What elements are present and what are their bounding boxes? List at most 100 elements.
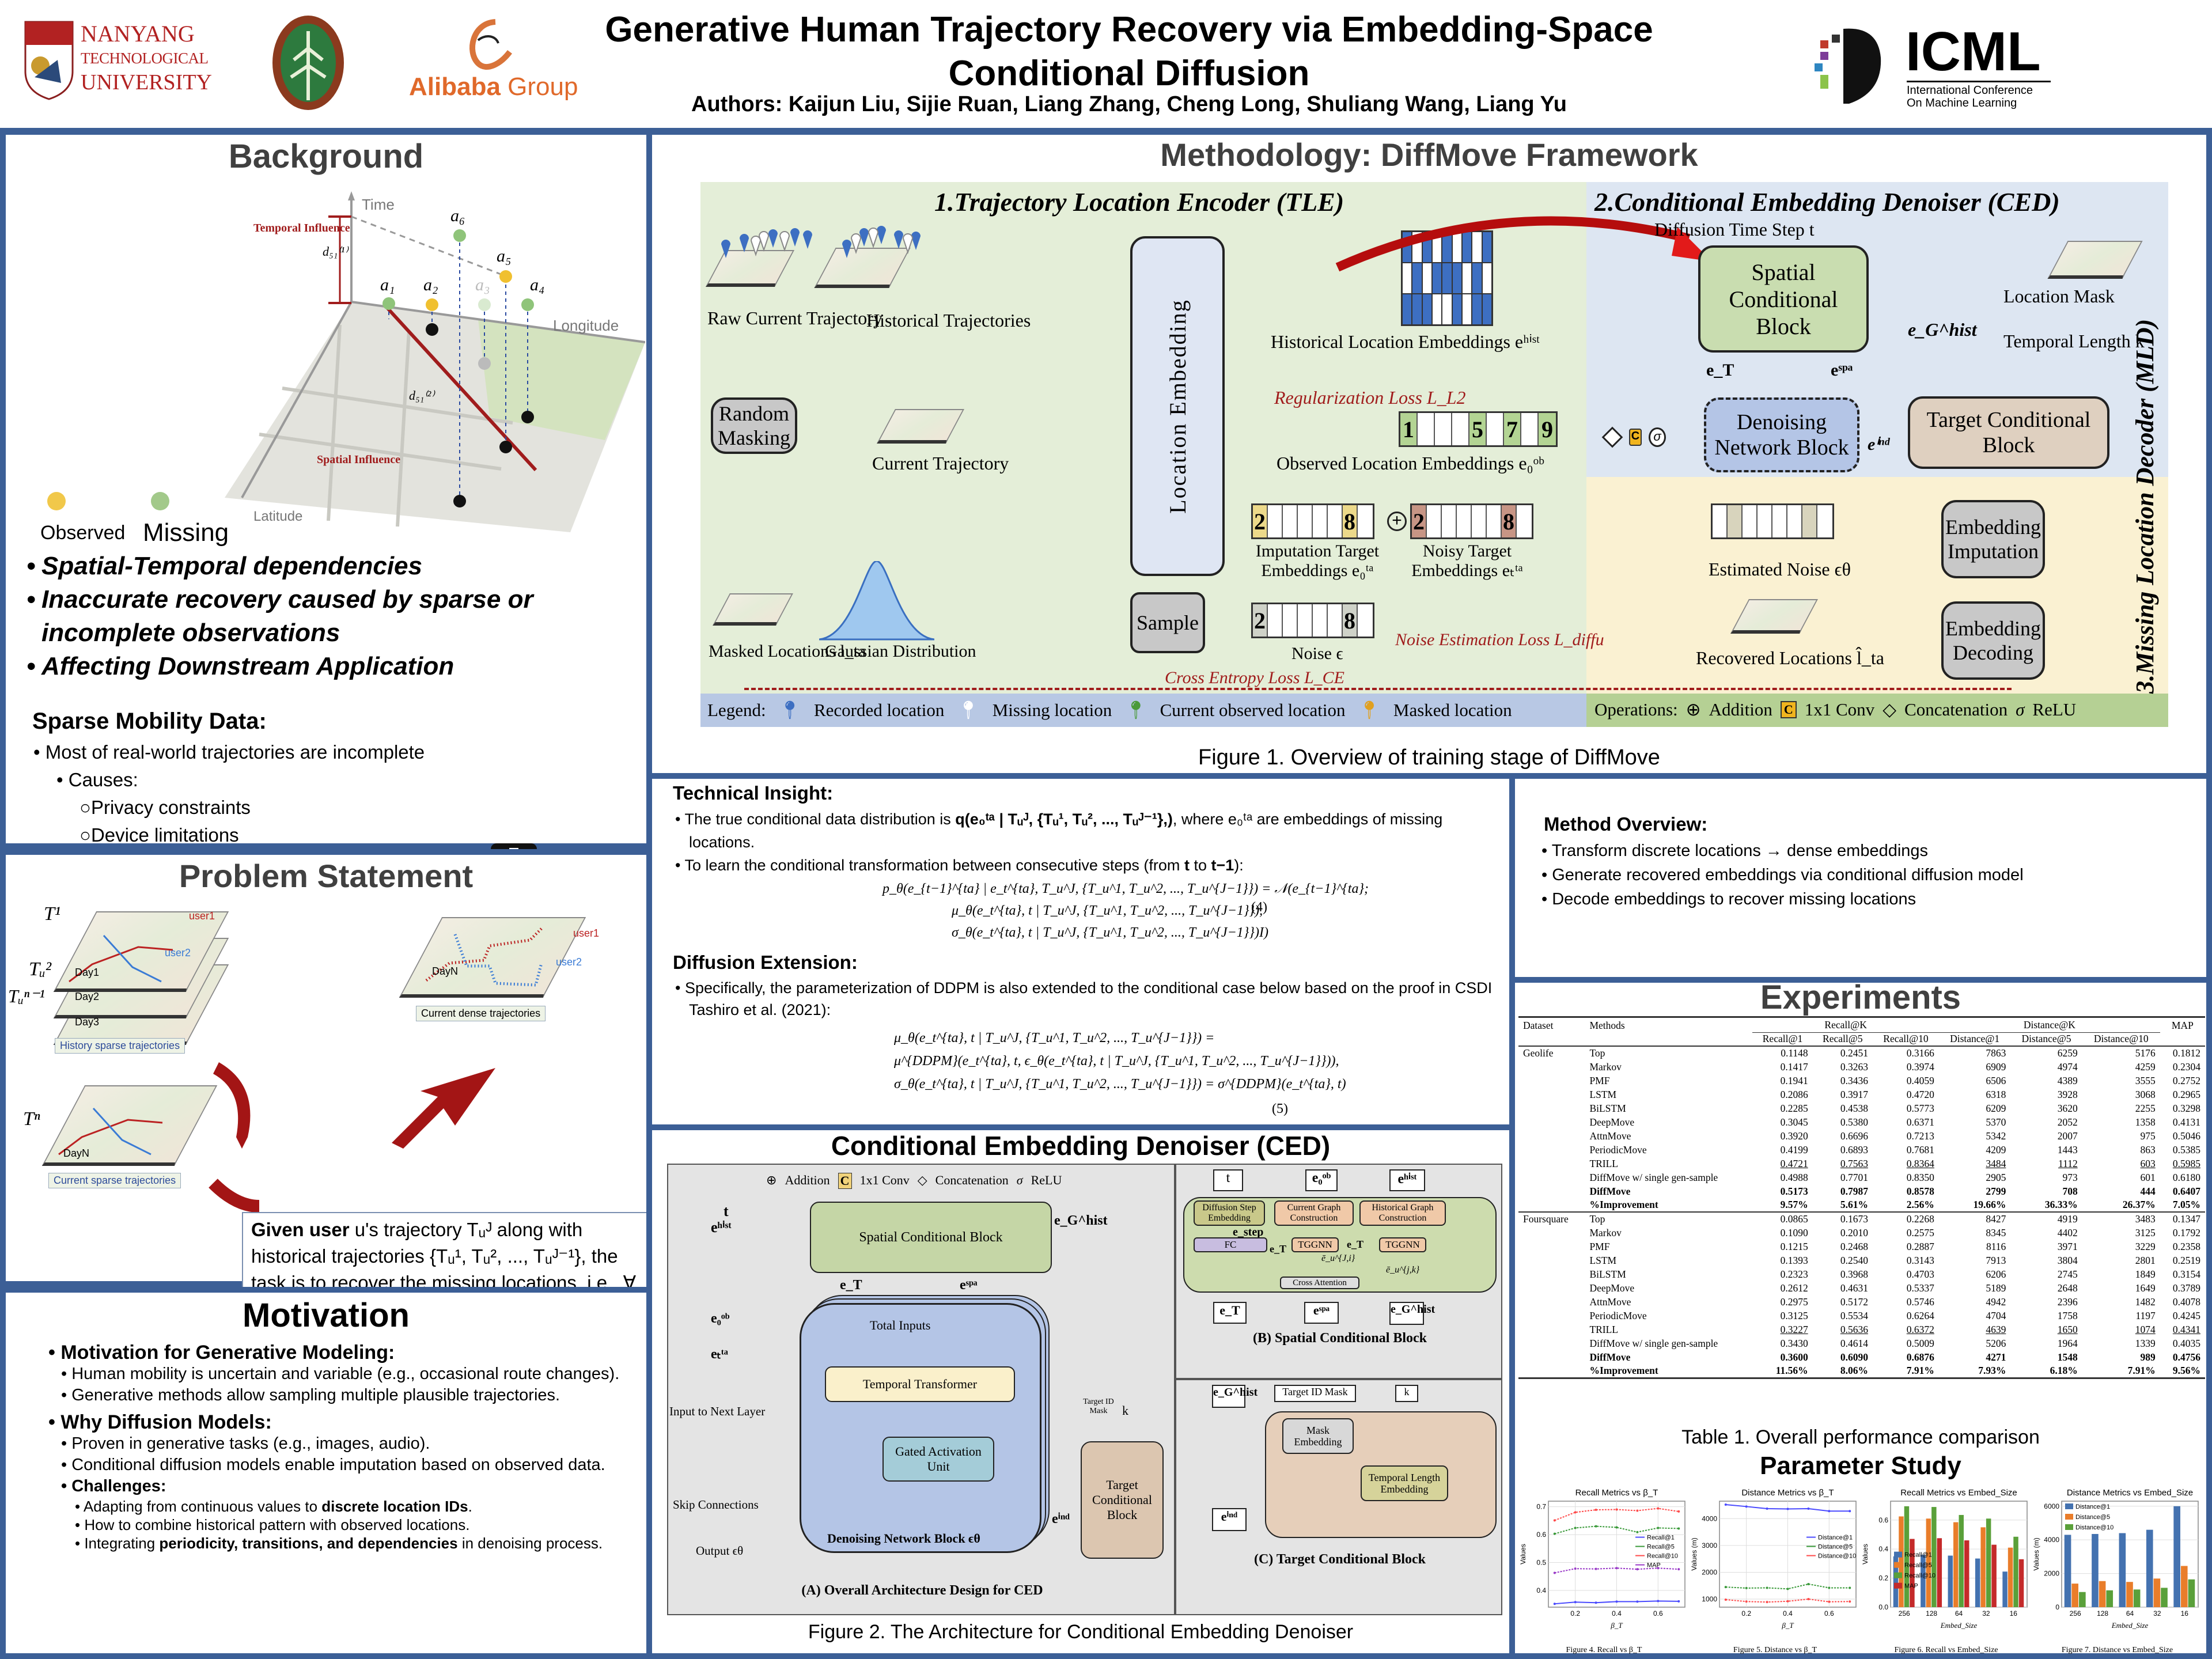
embedding-decoding-box: Embedding Decoding bbox=[1941, 601, 2045, 680]
flow-arrows bbox=[209, 1062, 495, 1213]
e-t-label: e_T bbox=[1706, 361, 1734, 380]
legend-swatch bbox=[1894, 1551, 1902, 1558]
value-cell: 3971 bbox=[2057, 1240, 2078, 1252]
background-title: Background bbox=[228, 138, 424, 175]
data-point bbox=[1636, 1600, 1639, 1603]
embedding-cell bbox=[1482, 232, 1492, 263]
reg-loss-label: Regularization Loss L_L2 bbox=[1274, 387, 1466, 408]
b-eji: ē_u^{J,i} bbox=[1321, 1253, 1355, 1263]
dataset-cell: Foursquare bbox=[1523, 1213, 1569, 1225]
label-dayn: DayN bbox=[63, 1147, 90, 1159]
data-point bbox=[1766, 1508, 1768, 1510]
data-point bbox=[1828, 1586, 1831, 1589]
a-ehist-label: eʰⁱˢᵗ bbox=[711, 1219, 732, 1236]
c-egh-box: e_G^hist bbox=[1212, 1385, 1257, 1408]
embedding-cell: 8 bbox=[1343, 505, 1358, 537]
table-group-header: Dataset Methods Recall@K Distance@K MAP bbox=[1518, 1018, 2205, 1033]
value-cell: 0.6893 bbox=[1840, 1143, 1868, 1156]
legend-label: Legend: bbox=[707, 699, 766, 720]
eq4-line: σ_θ(e_t^{ta}, t | T_u^J, {T_u^1, T_u^2, … bbox=[952, 925, 1268, 940]
motivation-item: Proven in generative tasks (e.g., images… bbox=[71, 1434, 430, 1453]
col-distance5: Distance@5 bbox=[2021, 1033, 2071, 1045]
bar-Recall@5-64 bbox=[1953, 1522, 1959, 1607]
value-cell: 0.2268 bbox=[1906, 1213, 1934, 1225]
embedding-cell bbox=[1482, 294, 1492, 325]
bar-Distance@1-32 bbox=[2146, 1529, 2153, 1607]
value-cell: 3229 bbox=[2135, 1240, 2156, 1252]
overview-heading: Method Overview: bbox=[1544, 813, 1708, 835]
embedding-cell bbox=[1313, 505, 1328, 537]
poster-title: Generative Human Trajectory Recovery via… bbox=[605, 10, 1653, 93]
a-etta-label: eₜᵗᵃ bbox=[711, 1347, 728, 1362]
value-cell: 0.2612 bbox=[1780, 1282, 1808, 1294]
tech-b2-post: ): bbox=[1234, 857, 1244, 874]
embedding-cell bbox=[1328, 505, 1343, 537]
y-tick-label: 3000 bbox=[1702, 1541, 1717, 1550]
method-cell: AttnMove bbox=[1589, 1130, 1631, 1142]
data-point bbox=[1807, 1582, 1810, 1585]
value-cell: 0.1148 bbox=[1781, 1047, 1808, 1059]
value-cell: 0.4199 bbox=[1780, 1143, 1808, 1156]
dataset-cell bbox=[1518, 1129, 1585, 1143]
value-cell: 0.5773 bbox=[1906, 1102, 1934, 1114]
data-point bbox=[1574, 1601, 1577, 1604]
tech-b2-mid: to bbox=[1189, 857, 1211, 874]
bar-Recall@5-128 bbox=[1926, 1518, 1931, 1607]
label-t2: Tᵤ² bbox=[29, 959, 52, 980]
value-cell: 1758 bbox=[2057, 1309, 2078, 1321]
data-point bbox=[1828, 1510, 1831, 1513]
value-cell: 0.5046 bbox=[2172, 1130, 2200, 1142]
op-label: 1x1 Conv bbox=[859, 1173, 910, 1187]
value-cell: 3484 bbox=[1986, 1157, 2006, 1169]
value-cell: 0.6372 bbox=[1906, 1323, 1934, 1335]
bar-Recall@10-32 bbox=[1986, 1518, 1991, 1607]
y-axis-label: Values (m) bbox=[1690, 1537, 1698, 1570]
col-recall-group: Recall@K bbox=[1752, 1018, 1939, 1033]
value-cell: 0.4988 bbox=[1780, 1171, 1808, 1183]
point-a4 bbox=[521, 298, 534, 311]
y-axis-label: Values bbox=[1519, 1544, 1527, 1565]
icml-sub-1: International Conference bbox=[1907, 84, 2033, 97]
value-cell: 0.2975 bbox=[1780, 1296, 1808, 1308]
value-cell: 6.18% bbox=[2050, 1364, 2078, 1376]
value-cell: 0.3436 bbox=[1840, 1074, 1868, 1086]
data-point bbox=[1657, 1527, 1660, 1529]
value-cell: 0.2540 bbox=[1840, 1254, 1868, 1266]
embedding-cell bbox=[1452, 413, 1469, 445]
value-cell: 6909 bbox=[1986, 1060, 2006, 1073]
embedding-cell bbox=[1298, 604, 1313, 637]
value-cell: 2648 bbox=[2057, 1282, 2078, 1294]
embedding-cell bbox=[1487, 413, 1504, 445]
ced-a-caption: (A) Overall Architecture Design for CED bbox=[801, 1583, 1043, 1598]
embedding-cell bbox=[1358, 505, 1373, 537]
embedding-cell bbox=[1462, 294, 1472, 325]
value-cell: 0.3430 bbox=[1780, 1337, 1808, 1349]
ce-loss-line bbox=[744, 688, 2012, 690]
a-eind-label: eⁱⁿᵈ bbox=[1052, 1512, 1070, 1527]
bar-MAP-128 bbox=[1937, 1538, 1942, 1607]
chart-1: Recall Metrics vs β_T0.40.50.60.7Valuesβ… bbox=[1519, 1488, 1685, 1654]
label-a5: a₅ bbox=[497, 247, 511, 266]
value-cell: 863 bbox=[2140, 1143, 2156, 1156]
embedding-cell bbox=[1268, 604, 1283, 637]
a-espa-label: eˢᵖᵃ bbox=[960, 1278, 978, 1293]
a-t-label: t bbox=[724, 1203, 729, 1219]
embedding-cell bbox=[1462, 263, 1472, 294]
value-cell: 3620 bbox=[2057, 1102, 2078, 1114]
tech-b1-bold: q(e₀ᵗᵃ | Tᵤᴶ, {Tᵤ¹, Tᵤ², ..., Tᵤᴶ⁻¹},) bbox=[955, 810, 1173, 828]
value-cell: 0.5380 bbox=[1840, 1116, 1868, 1128]
hist-emb-label: Historical Location Embeddings eʰⁱˢᵗ bbox=[1271, 331, 1540, 352]
data-point bbox=[1677, 1510, 1680, 1513]
value-cell: 3928 bbox=[2057, 1088, 2078, 1100]
value-cell: 0.7987 bbox=[1840, 1185, 1868, 1197]
ntu-name-1: NANYANG bbox=[81, 21, 195, 47]
poster-authors: Authors: Kaijun Liu, Sijie Ruan, Liang Z… bbox=[691, 92, 1567, 116]
